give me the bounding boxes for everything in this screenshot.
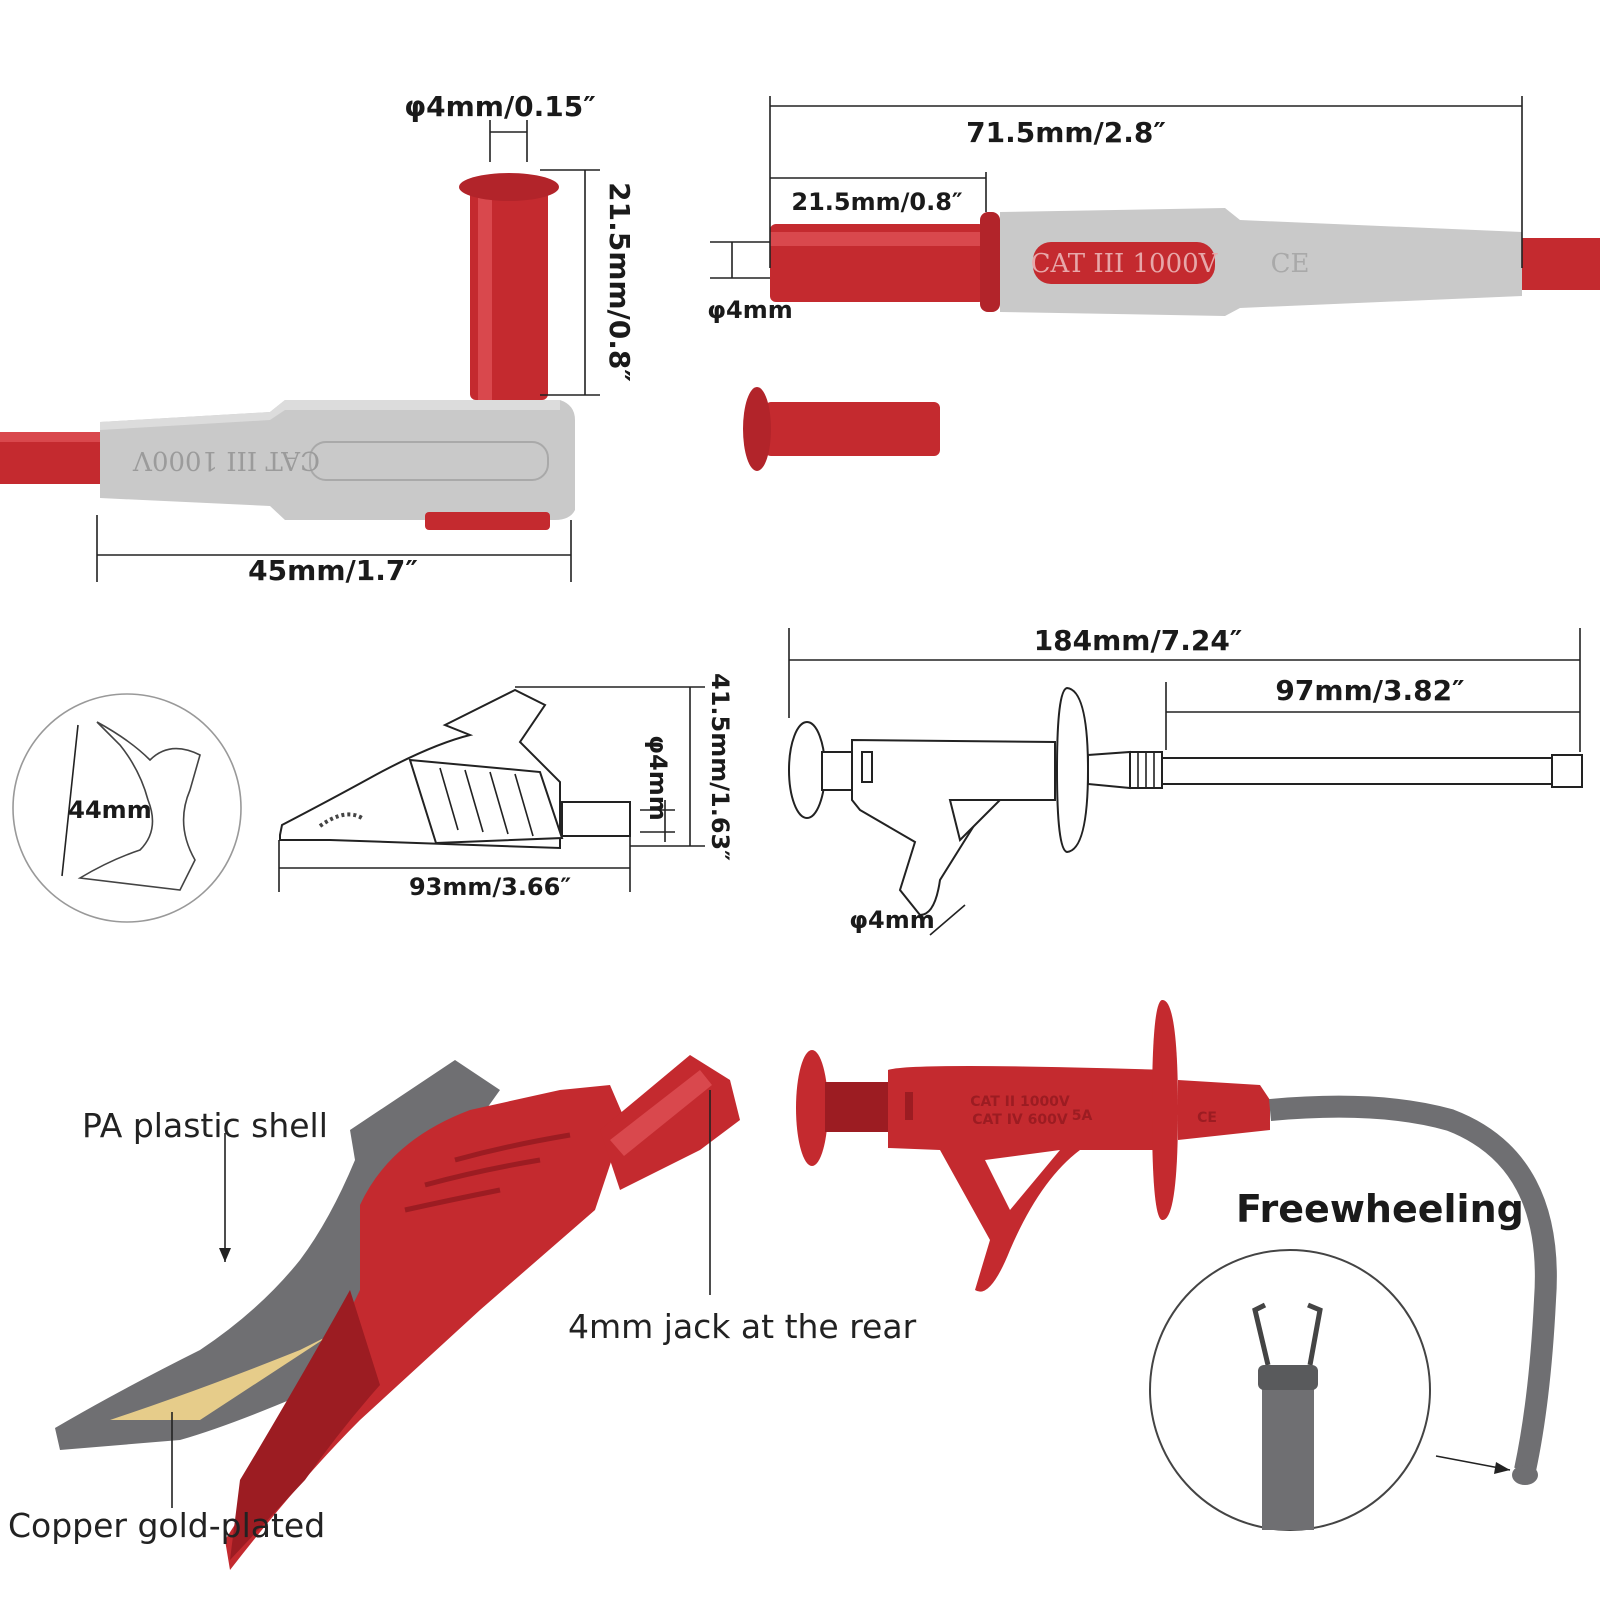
jaw-teeth (318, 812, 364, 828)
tip-flange (459, 173, 559, 201)
straight-plug-panel: CAT III 1000V CE 71.5mm/2.8″ 21.5mm/0.8″… (707, 96, 1600, 471)
tip-height-label: 21.5mm/0.8″ (603, 182, 636, 382)
marking-frame (309, 441, 549, 481)
bottom-jack (425, 512, 550, 530)
red-finger-guard (1152, 999, 1178, 1221)
jaw-opening-dim (61, 724, 79, 877)
detail-collar (1258, 1365, 1318, 1390)
jaw-label: Copper gold-plated (8, 1506, 325, 1545)
overall-length-label: 71.5mm/2.8″ (966, 116, 1166, 149)
red-probe-window (985, 1150, 1060, 1210)
hook-probe-drawing-panel: 184mm/7.24″ 97mm/3.82″ φ4mm (788, 624, 1583, 936)
hook-photo-panel: CAT II 1000V CAT IV 600V 5A CE Freewheel… (796, 999, 1557, 1531)
jaw-opening-label: 44mm (68, 796, 151, 824)
red-cable-right (1522, 238, 1600, 290)
grip-rib-2 (464, 769, 484, 833)
detail-grey-shaft (1262, 1380, 1314, 1530)
needle-length-label: 97mm/3.82″ (1275, 674, 1464, 707)
jack-highlight (610, 1070, 712, 1156)
gold-teeth (110, 1335, 330, 1420)
shell-groove-1 (404, 1187, 501, 1213)
tip-diameter-label: φ4mm/0.15″ (404, 90, 596, 123)
probe-needle (1161, 757, 1553, 785)
cable-highlight (0, 432, 105, 442)
probe-slot (861, 751, 873, 783)
alligator-jack-label: φ4mm (644, 735, 672, 821)
detail-leader-arrow (1494, 1462, 1510, 1474)
tip-highlight (478, 190, 492, 400)
rear-jack (561, 801, 631, 837)
red-lower-jaw (230, 1290, 380, 1560)
finger-guard (1055, 686, 1090, 854)
loose-tip-cap (765, 402, 940, 456)
jack-label: 4mm jack at the rear (568, 1307, 917, 1346)
shell-leader-arrow (219, 1248, 231, 1262)
freewheeling-label: Freewheeling (1236, 1187, 1524, 1231)
red-neck (1178, 1080, 1270, 1140)
probe-current: 5A (1072, 1108, 1093, 1124)
needle-tip (1551, 754, 1583, 788)
tip-length-label: 21.5mm/0.8″ (791, 188, 963, 216)
alligator-photo-panel: PA plastic shell 4mm jack at the rear Co… (8, 1055, 917, 1570)
probe-jack-label: φ4mm (849, 906, 935, 934)
red-plunger-stem (825, 1082, 890, 1132)
red-probe-slot (905, 1092, 913, 1120)
probe-overall-label: 184mm/7.24″ (1034, 624, 1243, 657)
neck (1087, 750, 1131, 790)
marking-badge (1033, 242, 1215, 284)
body-highlight (100, 400, 560, 430)
cat-marking-rotated: CAT III 1000V (132, 445, 320, 475)
spring-hook (1252, 1302, 1323, 1366)
shell-label: PA plastic shell (82, 1106, 328, 1145)
jaw-detail-outline (77, 721, 201, 891)
lead-tip (1512, 1465, 1538, 1485)
probe-ce-mark: CE (1197, 1110, 1217, 1126)
grip-rib-4 (514, 773, 534, 837)
shell-groove-2 (424, 1157, 541, 1188)
grey-right-angle-body (100, 400, 575, 520)
shell-groove-3 (454, 1132, 571, 1163)
grip-rib-3 (489, 771, 509, 835)
tip-diameter-label-2: φ4mm (707, 296, 793, 324)
plunger-cap (788, 721, 826, 819)
grey-upper-jaw (55, 1060, 600, 1450)
alligator-drawing-panel: 44mm 93mm/3.66″ 41.5mm/1.63″ φ4mm (12, 673, 734, 923)
dim-line-probe-jack (929, 904, 966, 936)
straight-tip-highlight (770, 232, 985, 246)
grip-rib-1 (439, 767, 459, 831)
grey-flex-lead (1269, 1095, 1557, 1473)
red-plunger-cap (796, 1050, 828, 1166)
probe-marking-1: CAT II 1000V (970, 1094, 1070, 1110)
body-length-label: 45mm/1.7″ (248, 554, 418, 587)
straight-collar (980, 212, 1000, 312)
probe-body (851, 738, 1056, 917)
red-rear-jack (600, 1055, 740, 1190)
cap-flange (743, 387, 771, 471)
alligator-length-label: 93mm/3.66″ (409, 873, 571, 901)
probe-window (948, 799, 1003, 842)
alligator-height-label: 41.5mm/1.63″ (706, 673, 734, 861)
probe-marking-2: CAT IV 600V (972, 1112, 1068, 1128)
grey-straight-body (1000, 208, 1522, 316)
alligator-grip (408, 758, 564, 845)
straight-cat-marking: CAT III 1000V (1031, 249, 1219, 279)
ce-mark: CE (1271, 249, 1310, 279)
right-angle-plug-panel: CAT III 1000V φ4mm/0.15″ 21.5mm/0.8″ 45m… (0, 90, 636, 587)
